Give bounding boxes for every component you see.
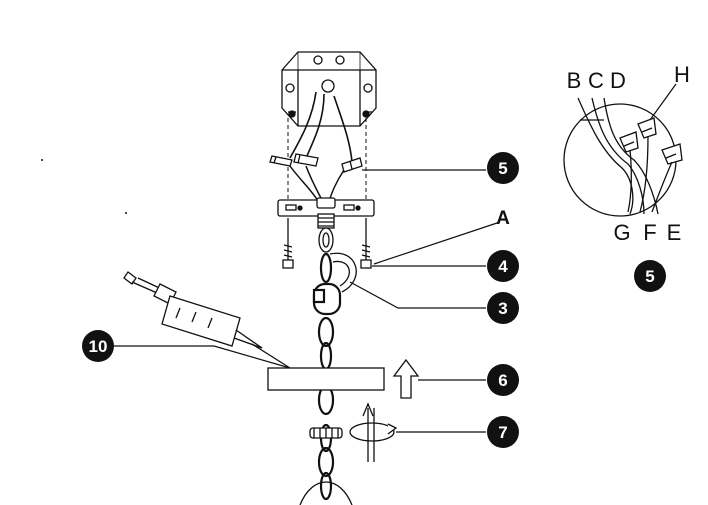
callout-6: 6 — [487, 364, 519, 396]
scan-specks — [41, 159, 127, 214]
wire-detail-inset — [563, 83, 683, 217]
svg-text:7: 7 — [498, 423, 507, 442]
callout-10: 10 — [82, 330, 114, 362]
callout-5-main: 5 — [487, 152, 519, 184]
svg-text:10: 10 — [89, 337, 108, 356]
svg-text:4: 4 — [498, 257, 508, 276]
svg-text:5: 5 — [645, 267, 654, 286]
leader-lines — [114, 169, 501, 433]
fixture-top — [299, 481, 353, 505]
callout-7: 7 — [487, 416, 519, 448]
svg-text:3: 3 — [498, 299, 507, 318]
svg-text:5: 5 — [498, 159, 507, 178]
callout-4: 4 — [487, 250, 519, 282]
syringe — [123, 271, 263, 349]
rotate-arrow-7 — [349, 402, 398, 462]
canopy-dome — [329, 252, 357, 293]
label-H: H — [674, 62, 690, 87]
label-E: E — [667, 220, 682, 245]
collar-ring — [309, 427, 343, 439]
junction-box — [281, 51, 377, 127]
inset-circle — [563, 103, 677, 217]
callout-5-inset: 5 — [634, 260, 666, 292]
mounting-screws — [282, 218, 372, 269]
callout-3: 3 — [487, 292, 519, 324]
up-arrow-6 — [392, 358, 420, 399]
svg-text:6: 6 — [498, 371, 507, 390]
label-C: C — [588, 68, 604, 93]
label-D: D — [610, 68, 626, 93]
label-A: A — [496, 208, 510, 229]
inset-wires — [577, 97, 683, 215]
hook-assembly — [316, 197, 336, 253]
label-G: G — [613, 220, 630, 245]
label-B: B — [567, 68, 582, 93]
wire-connectors — [269, 153, 363, 173]
supply-wires — [289, 91, 353, 163]
label-F: F — [643, 220, 656, 245]
canopy-plate — [267, 367, 385, 391]
